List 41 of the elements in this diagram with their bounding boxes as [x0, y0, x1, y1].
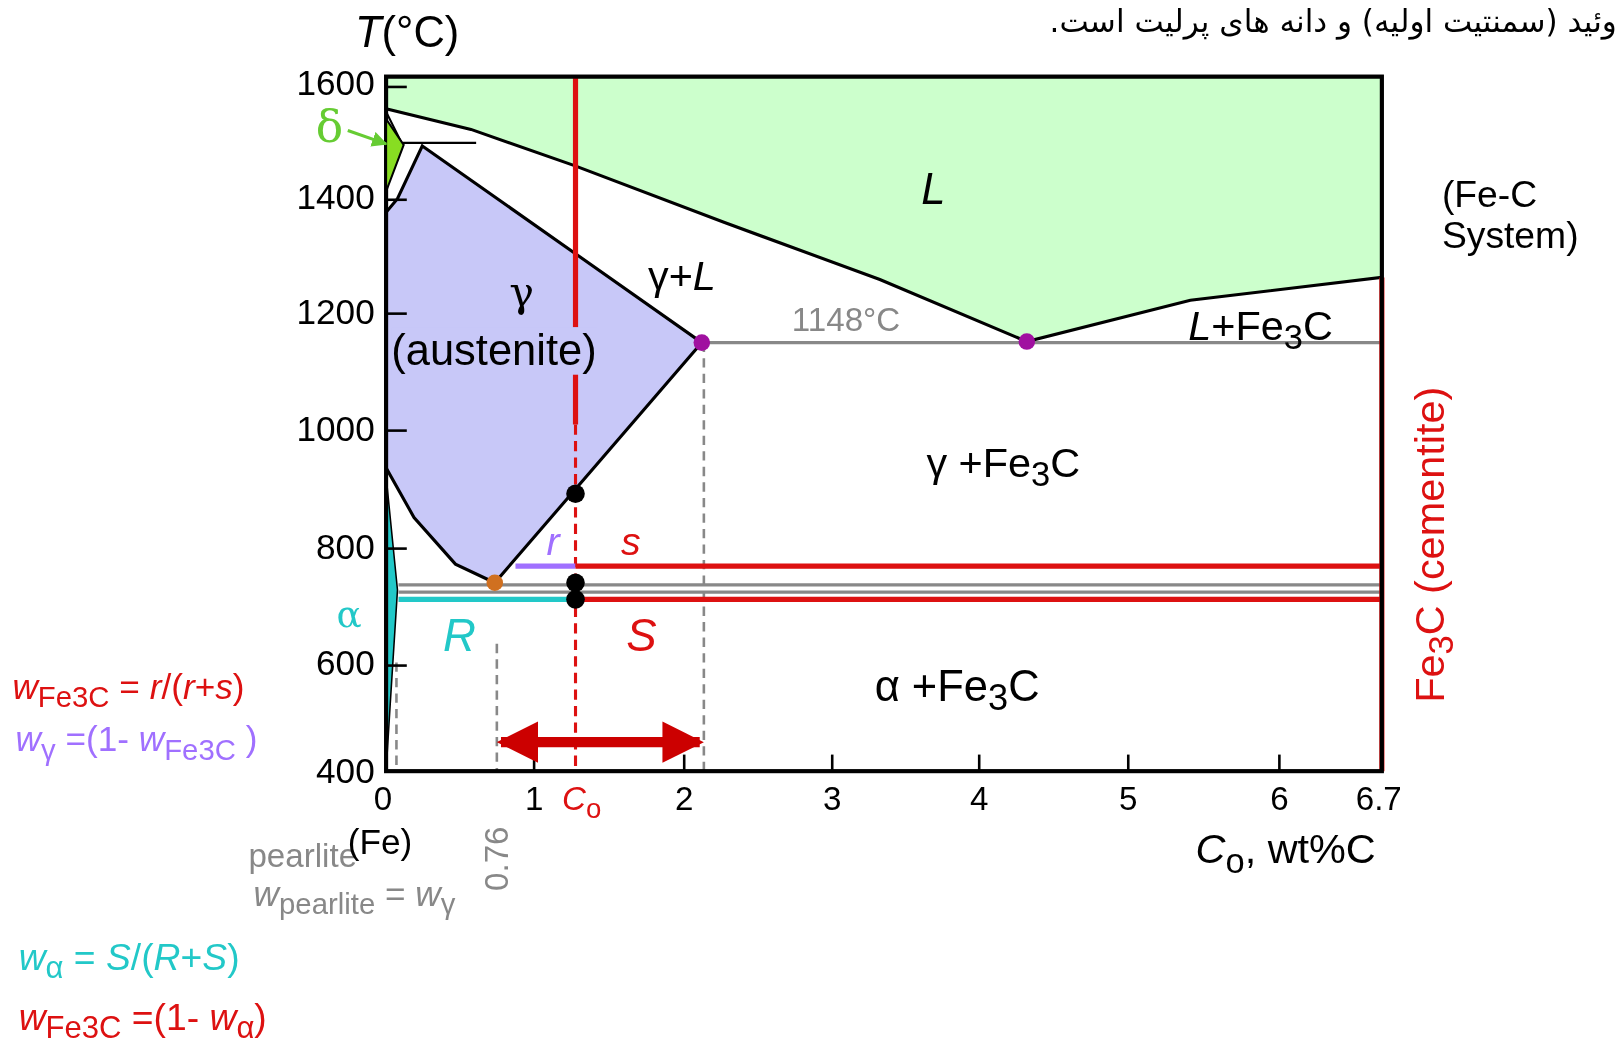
formula: w$_{α}$ = S/(R+S)	[18, 936, 240, 985]
formula: w$_{Fe3C}$ = r/(r+s)	[12, 667, 245, 714]
axis-tick-label: 0	[373, 781, 393, 818]
phase-label: α	[336, 594, 362, 636]
segment-label: S	[626, 610, 657, 661]
arrow	[347, 128, 388, 147]
axis-tick-label: 1200	[296, 292, 375, 332]
axis-tick-label: 5	[1119, 781, 1138, 818]
formula: w$_{pearlite}$ = w$_{γ}$	[253, 874, 456, 921]
phase-label: L	[921, 165, 946, 214]
phase-label: γ+L	[647, 252, 716, 299]
axis-tick-label: C$_{o}$	[562, 781, 602, 825]
axis-tick-label: 4	[970, 781, 989, 818]
axis-tick-label: 1000	[296, 409, 375, 449]
phase-label: α +Fe$_{3}$C	[874, 662, 1040, 719]
axis-tick-label: 6.7	[1355, 781, 1402, 818]
composition-label: 0.76	[478, 826, 516, 891]
axis-tick-label: 600	[316, 643, 375, 683]
axis-tick-label: 800	[316, 527, 375, 567]
axis-tick-label: 400	[316, 751, 375, 791]
phase-label: L+Fe$_{3}$C	[1188, 302, 1333, 357]
temperature-label: 1148°C	[791, 302, 901, 339]
axis-tick-label: 3	[823, 781, 842, 818]
system-label: (Fe-C System)	[1441, 173, 1580, 256]
axis-tick-label: 1	[524, 781, 544, 818]
axis-tick-label: 2	[675, 781, 694, 818]
phase-label: γ	[509, 269, 534, 315]
segment-label: R	[443, 610, 476, 661]
axis-tick-label: 6	[1270, 781, 1289, 818]
axis-tick-label: 1400	[296, 178, 375, 217]
axis-title: C$_{o}$, wt%C	[1195, 826, 1376, 881]
phase-label: γ +Fe$_{3}$C	[926, 439, 1081, 495]
formula: w$_{Fe3C}$ =(1- w$_{α}$)	[18, 996, 267, 1045]
phase-label: δ	[315, 101, 344, 152]
caption-text: وئید (سمنتیت اولیه) و دانه های پرلیت است.	[1049, 4, 1617, 39]
phase-label: (austenite)	[391, 327, 597, 375]
formula: w$_{γ}$ =(1- w$_{Fe3C}$ )	[15, 720, 258, 766]
axis-title: T(°C)	[355, 8, 460, 57]
segment-label: s	[621, 520, 641, 564]
axis-tick-label: 1600	[296, 64, 375, 103]
segment-label: r	[546, 520, 560, 564]
